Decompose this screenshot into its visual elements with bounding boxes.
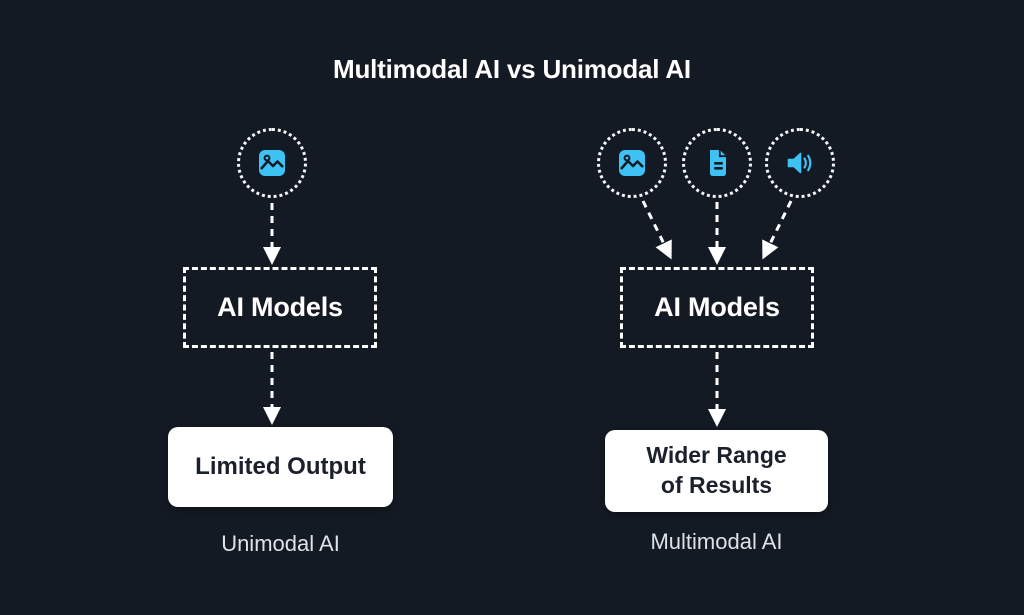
multimodal-output-label: Wider Range of Results <box>646 442 787 498</box>
diagram-title: Multimodal AI vs Unimodal AI <box>333 54 691 84</box>
multimodal-ai-models-label: AI Models <box>654 292 780 322</box>
unimodal-caption: Unimodal AI <box>221 531 340 556</box>
audio-icon <box>785 148 815 178</box>
arrow-multimodal-audio-to-model <box>762 200 793 260</box>
image-icon <box>617 148 647 178</box>
multimodal-ai-models-box: AI Models <box>620 267 814 348</box>
multimodal-input-circle-document <box>682 128 752 198</box>
unimodal-output-box: Limited Output <box>168 427 393 507</box>
unimodal-ai-models-box: AI Models <box>183 267 377 348</box>
image-icon <box>257 148 287 178</box>
unimodal-output-label: Limited Output <box>195 453 366 480</box>
multimodal-output-box: Wider Range of Results <box>605 430 828 512</box>
multimodal-input-circle-image <box>597 128 667 198</box>
arrow-multimodal-image-to-model <box>641 200 672 260</box>
multimodal-caption: Multimodal AI <box>650 529 783 554</box>
multimodal-input-circle-audio <box>765 128 835 198</box>
unimodal-ai-models-label: AI Models <box>217 292 343 322</box>
document-icon <box>702 148 732 178</box>
unimodal-input-circle <box>237 128 307 198</box>
